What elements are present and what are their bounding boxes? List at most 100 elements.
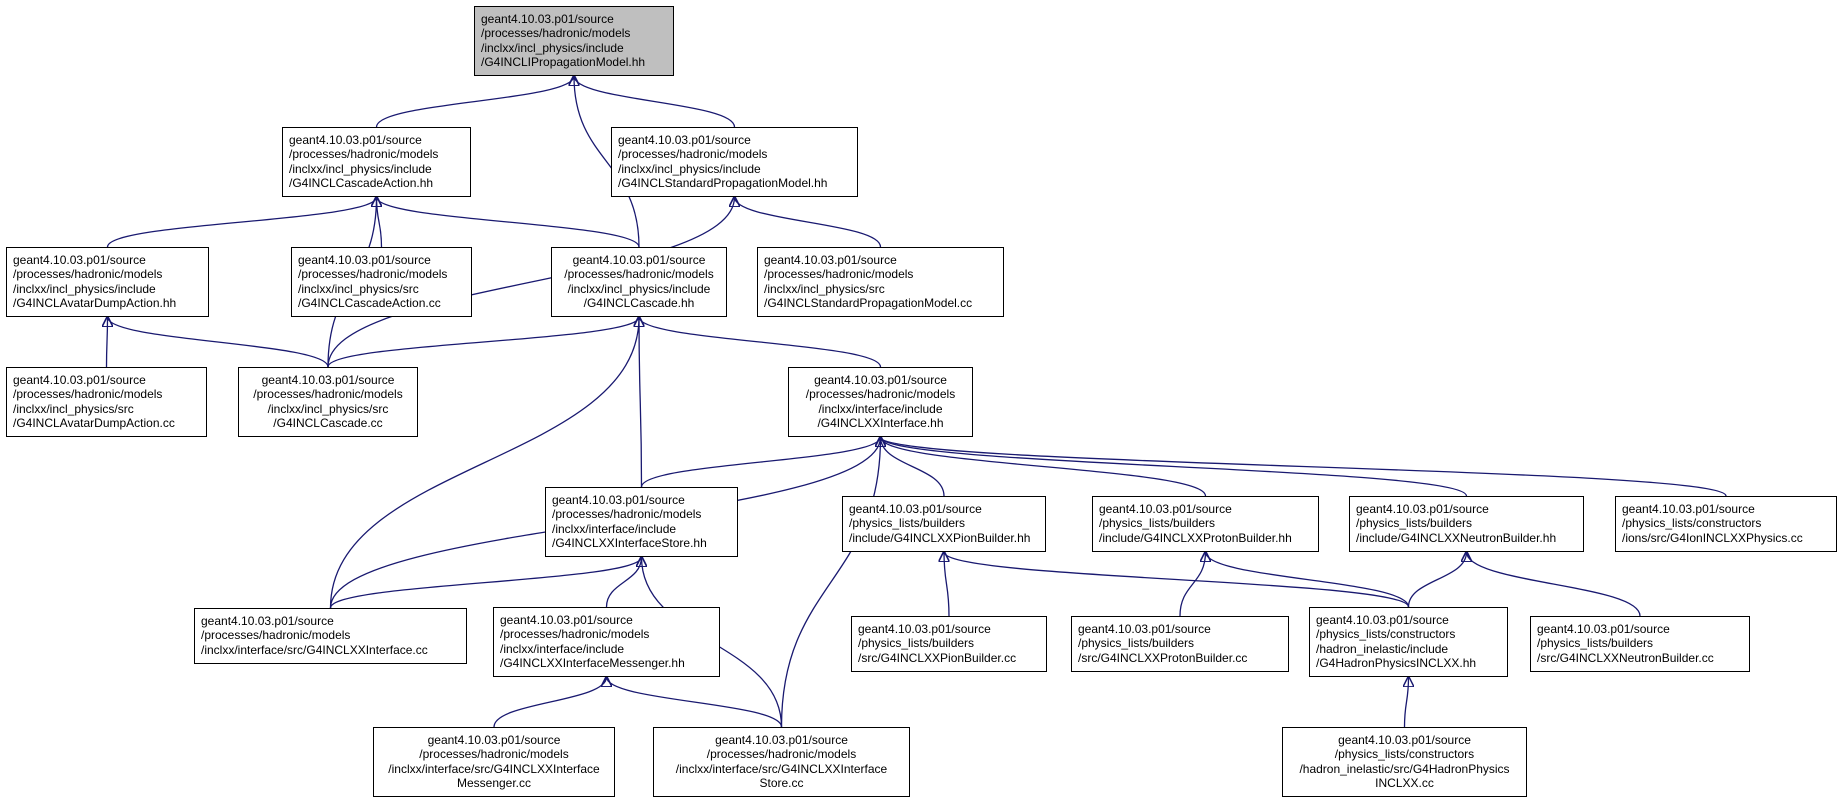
- dependency-edge: [639, 317, 882, 368]
- node-label-line: geant4.10.03.p01/source: [1537, 622, 1670, 636]
- node-label-line: /src/G4INCLXXNeutronBuilder.cc: [1537, 650, 1714, 665]
- node-label-line: /inclxx/interface/src/G4INCLXXInterface: [675, 761, 888, 776]
- node-label-line: /G4INCLXXInterfaceStore.hh: [552, 536, 707, 551]
- node-label-line: geant4.10.03.p01/source: [481, 12, 614, 26]
- node-label-line: geant4.10.03.p01/source: [427, 733, 561, 747]
- node-label-line: geant4.10.03.p01/source: [289, 133, 422, 147]
- graph-node[interactable]: geant4.10.03.p01/source/processes/hadron…: [611, 127, 858, 197]
- node-label-line: geant4.10.03.p01/source: [13, 373, 146, 387]
- dependency-edge: [881, 437, 1207, 497]
- node-label-line: /inclxx/incl_physics/include: [289, 161, 432, 176]
- node-label-line: /inclxx/interface/include: [500, 641, 625, 656]
- node-label-line: /processes/hadronic/models: [706, 747, 857, 762]
- dependency-edge: [377, 197, 640, 248]
- node-label-line: geant4.10.03.p01/source: [1356, 502, 1489, 516]
- node-label-line: /G4INCLXXInterface.hh: [817, 416, 944, 431]
- graph-node[interactable]: geant4.10.03.p01/source/physics_lists/co…: [1282, 727, 1527, 797]
- node-label-line: /physics_lists/builders: [849, 516, 966, 531]
- graph-node[interactable]: geant4.10.03.p01/source/processes/hadron…: [788, 367, 973, 437]
- node-label-line: /processes/hadronic/models: [298, 267, 448, 282]
- graph-node[interactable]: geant4.10.03.p01/source/processes/hadron…: [291, 247, 472, 317]
- graph-node[interactable]: geant4.10.03.p01/source/processes/hadron…: [545, 487, 738, 557]
- node-label-line: /G4INCLXXInterfaceMessenger.hh: [500, 656, 685, 671]
- node-label-line: /processes/hadronic/models: [201, 628, 351, 643]
- dependency-edge: [377, 197, 383, 248]
- dependency-edge: [607, 677, 783, 728]
- graph-node[interactable]: geant4.10.03.p01/source/processes/hadron…: [373, 727, 615, 797]
- node-label-line: geant4.10.03.p01/source: [764, 253, 897, 267]
- node-label-line: geant4.10.03.p01/source: [500, 613, 633, 627]
- node-label-line: /physics_lists/constructors: [1622, 516, 1762, 531]
- node-label-line: /inclxx/interface/include: [552, 521, 677, 536]
- graph-node[interactable]: geant4.10.03.p01/source/processes/hadron…: [6, 247, 209, 317]
- node-label-line: /inclxx/interface/include: [818, 401, 943, 416]
- graph-node[interactable]: geant4.10.03.p01/source/processes/hadron…: [194, 608, 467, 664]
- node-label-line: /inclxx/incl_physics/include: [481, 40, 624, 55]
- graph-node[interactable]: geant4.10.03.p01/source/processes/hadron…: [493, 607, 720, 677]
- dependency-edge: [735, 197, 882, 248]
- graph-node[interactable]: geant4.10.03.p01/source/physics_lists/bu…: [1349, 496, 1584, 552]
- graph-node[interactable]: geant4.10.03.p01/source/physics_lists/bu…: [1530, 616, 1750, 672]
- dependency-edge: [1179, 552, 1206, 617]
- dependency-edge: [108, 317, 329, 368]
- graph-node[interactable]: geant4.10.03.p01/source/physics_lists/bu…: [851, 616, 1047, 672]
- node-label-line: /physics_lists/builders: [1356, 516, 1473, 531]
- graph-node[interactable]: geant4.10.03.p01/source/processes/hadron…: [238, 367, 418, 437]
- node-label-line: /inclxx/interface/src/G4INCLXXInterface: [388, 761, 600, 776]
- node-label-line: /G4INCLStandardPropagationModel.cc: [764, 296, 973, 311]
- node-label-line: /inclxx/incl_physics/include: [13, 281, 156, 296]
- graph-node[interactable]: geant4.10.03.p01/source/physics_lists/co…: [1615, 496, 1837, 552]
- node-label-line: geant4.10.03.p01/source: [849, 502, 982, 516]
- graph-node[interactable]: geant4.10.03.p01/source/physics_lists/bu…: [1092, 496, 1319, 552]
- node-label-line: geant4.10.03.p01/source: [13, 253, 146, 267]
- graph-node[interactable]: geant4.10.03.p01/source/processes/hadron…: [551, 247, 727, 317]
- node-label-line: geant4.10.03.p01/source: [552, 493, 685, 507]
- node-label-line: /processes/hadronic/models: [764, 267, 914, 282]
- node-label-line: /G4INCLCascadeAction.cc: [298, 296, 441, 311]
- node-label-line: /G4INCLAvatarDumpAction.cc: [13, 416, 175, 431]
- node-label-line: /inclxx/incl_physics/src: [298, 281, 419, 296]
- node-label-line: /ions/src/G4IonINCLXXPhysics.cc: [1622, 530, 1803, 545]
- node-label-line: /include/G4INCLXXPionBuilder.hh: [849, 530, 1031, 545]
- graph-node[interactable]: geant4.10.03.p01/source/processes/hadron…: [653, 727, 910, 797]
- dependency-edge: [329, 317, 640, 609]
- node-label-line: /physics_lists/constructors: [1316, 627, 1456, 642]
- dependency-edge: [493, 677, 607, 728]
- node-label-line: /G4HadronPhysicsINCLXX.hh: [1316, 656, 1477, 671]
- node-label-line: Store.cc: [759, 776, 804, 791]
- node-label-line: geant4.10.03.p01/source: [1622, 502, 1755, 516]
- graph-node[interactable]: geant4.10.03.p01/source/physics_lists/bu…: [1071, 616, 1289, 672]
- node-label-line: /processes/hadronic/models: [618, 147, 768, 162]
- node-label-line: /G4INCLCascadeAction.hh: [289, 176, 434, 191]
- graph-node[interactable]: geant4.10.03.p01/source/processes/hadron…: [6, 367, 207, 437]
- dependency-edge: [106, 197, 377, 248]
- dependency-edge: [1405, 677, 1409, 728]
- graph-node[interactable]: geant4.10.03.p01/source/physics_lists/co…: [1309, 607, 1508, 677]
- graph-node[interactable]: geant4.10.03.p01/source/processes/hadron…: [282, 127, 471, 197]
- node-label-line: /hadron_inelastic/include: [1316, 641, 1449, 656]
- node-label-line: /inclxx/incl_physics/src: [267, 401, 389, 416]
- graph-node-root[interactable]: geant4.10.03.p01/source/processes/hadron…: [474, 6, 674, 76]
- node-label-line: /processes/hadronic/models: [500, 627, 650, 642]
- dependency-edge: [329, 557, 642, 609]
- node-label-line: /processes/hadronic/models: [13, 267, 163, 282]
- dependency-edge: [1407, 552, 1467, 608]
- dependency-edge: [640, 437, 881, 488]
- node-label-line: geant4.10.03.p01/source: [1338, 733, 1471, 747]
- node-label-line: /src/G4INCLXXPionBuilder.cc: [858, 650, 1017, 665]
- node-label-line: /G4INCLIPropagationModel.hh: [481, 55, 646, 70]
- node-label-line: /physics_lists/builders: [1078, 636, 1195, 651]
- node-label-line: INCLXX.cc: [1375, 776, 1434, 791]
- dependency-edge: [107, 317, 108, 368]
- graph-node[interactable]: geant4.10.03.p01/source/physics_lists/bu…: [842, 496, 1046, 552]
- node-label-line: /processes/hadronic/models: [481, 26, 631, 41]
- dependency-edge: [375, 76, 575, 128]
- node-label-line: geant4.10.03.p01/source: [618, 133, 751, 147]
- node-label-line: /inclxx/incl_physics/src: [764, 281, 885, 296]
- node-label-line: /inclxx/interface/src/G4INCLXXInterface.…: [201, 642, 428, 657]
- graph-node[interactable]: geant4.10.03.p01/source/processes/hadron…: [757, 247, 1004, 317]
- dependency-edge: [881, 437, 1727, 497]
- node-label-line: /processes/hadronic/models: [805, 387, 956, 402]
- dependency-edge: [574, 76, 736, 128]
